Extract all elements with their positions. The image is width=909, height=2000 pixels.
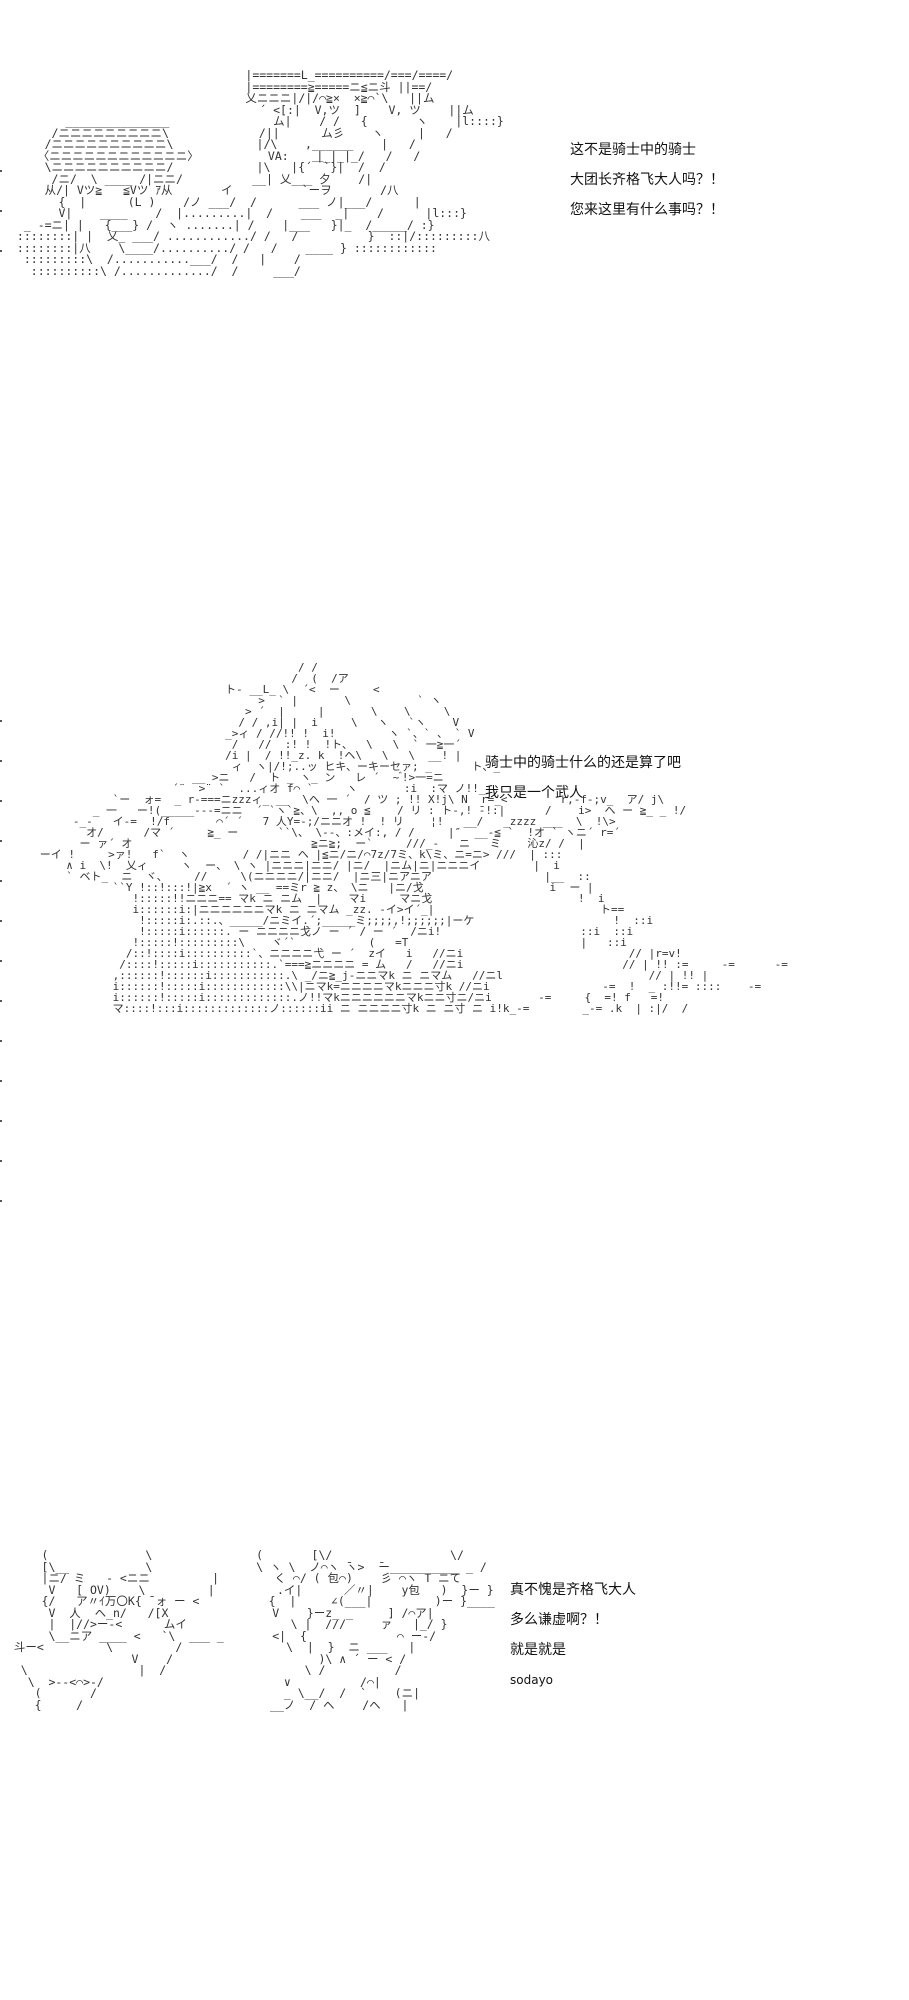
panel-3: ( \ ( [\/ \/ [\__ \ \ ヽ \ ノ⌒ヽ ̄ヽ> ̄ー____… xyxy=(0,1540,909,1860)
dialogue-line: 多么谦虚啊？！ xyxy=(510,1612,608,1628)
panel-2: / / / ( /ア ト- __L_ \ ´< ー < > ` | \ ` ヽ xyxy=(0,650,909,1270)
panel-1: |=======L_==========/===/====/ |========… xyxy=(0,0,909,440)
edge-dot xyxy=(0,960,2,962)
edge-dot xyxy=(0,720,2,722)
edge-dot xyxy=(0,250,2,252)
edge-dot xyxy=(0,1000,2,1002)
edge-dot xyxy=(0,920,2,922)
edge-dot xyxy=(0,880,2,882)
ascii-art-knight-and-squire: |=======L_==========/===/====/ |========… xyxy=(16,68,504,278)
edge-dot xyxy=(0,760,2,762)
dialogue-line: 骑士中的骑士什么的还是算了吧 xyxy=(485,755,681,771)
edge-dot xyxy=(0,1200,2,1202)
edge-dot xyxy=(0,170,2,172)
edge-dot xyxy=(0,210,2,212)
dialogue-line: 这不是骑士中的骑士 xyxy=(570,142,696,158)
dialogue-line: sodayo xyxy=(510,1673,554,1687)
dialogue-line: 就是就是 xyxy=(510,1642,566,1658)
edge-dot xyxy=(0,840,2,842)
dialogue-box-2: 骑士中的骑士什么的还是算了吧 我只是一个武人 xyxy=(485,748,681,808)
ascii-art-siegfried: / / / ( /ア ト- __L_ \ ´< ー < > ` | \ ` ヽ xyxy=(39,661,788,1015)
dialogue-line: 您来这里有什么事吗？！ xyxy=(570,202,724,218)
edge-dot xyxy=(0,1160,2,1162)
edge-dot xyxy=(0,1040,2,1042)
ascii-art-two-onlookers: ( \ ( [\/ \/ [\__ \ \ ヽ \ ノ⌒ヽ ̄ヽ> ̄ー____… xyxy=(13,1548,495,1712)
dialogue-line: 我只是一个武人 xyxy=(485,785,583,801)
edge-dot xyxy=(0,1080,2,1082)
dialogue-line: 真不愧是齐格飞大人 xyxy=(510,1582,636,1598)
dialogue-line: 大团长齐格飞大人吗？！ xyxy=(570,172,724,188)
dialogue-box-1: 这不是骑士中的骑士 大团长齐格飞大人吗？！ 您来这里有什么事吗？！ xyxy=(570,135,724,225)
edge-dot xyxy=(0,800,2,802)
dialogue-box-3: 真不愧是齐格飞大人 多么谦虚啊？！ 就是就是 sodayo xyxy=(510,1575,636,1695)
edge-dot xyxy=(0,1120,2,1122)
